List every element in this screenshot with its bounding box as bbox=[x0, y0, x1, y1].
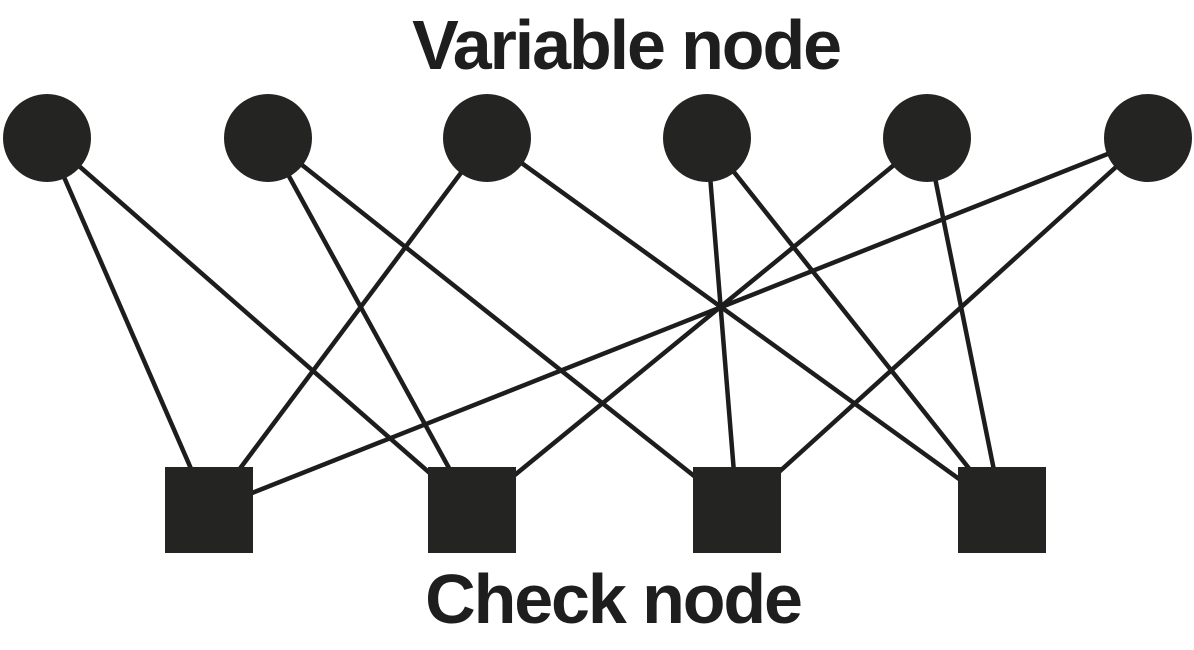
edge-v6-c3 bbox=[735, 136, 1150, 512]
edge-v2-c3 bbox=[266, 136, 739, 512]
variable-node-v4 bbox=[663, 94, 751, 182]
edge-v2-c2 bbox=[266, 136, 474, 512]
check-node-c3 bbox=[693, 467, 781, 553]
variable-node-v3 bbox=[443, 94, 531, 182]
variable-node-label: Variable node bbox=[412, 6, 842, 84]
check-node-c1 bbox=[165, 467, 253, 553]
variable-node-v6 bbox=[1104, 94, 1192, 182]
edge-v1-c1 bbox=[44, 137, 212, 511]
edge-v3-c1 bbox=[207, 136, 489, 512]
edge-v3-c4 bbox=[485, 136, 1004, 512]
edge-v1-c2 bbox=[45, 136, 474, 512]
edge-v5-c2 bbox=[470, 136, 929, 512]
variable-node-v2 bbox=[224, 94, 312, 182]
variable-node-v5 bbox=[883, 94, 971, 182]
variable-node-v1 bbox=[3, 94, 91, 182]
edge-v5-c4 bbox=[924, 137, 1005, 511]
check-node-c2 bbox=[428, 467, 516, 553]
check-node-c4 bbox=[958, 467, 1046, 553]
edge-v6-c1 bbox=[208, 135, 1149, 513]
check-node-label: Check node bbox=[425, 560, 803, 638]
edge-v4-c3 bbox=[704, 137, 740, 511]
edge-v4-c4 bbox=[705, 136, 1004, 512]
